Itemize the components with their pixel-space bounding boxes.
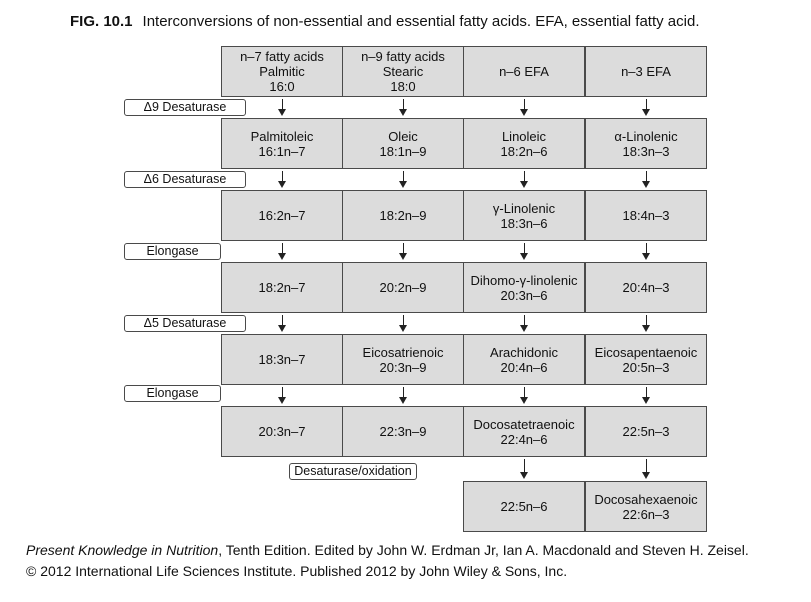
box-line: n–6 EFA [499, 64, 549, 79]
box-line: Eicosapentaenoic [594, 344, 698, 360]
box-line: Linoleic [501, 128, 547, 144]
box-line: Dihomo-γ-linolenic [470, 272, 578, 288]
box-line: 22:5n–6 [500, 499, 548, 514]
box-line: 18:3n–3 [622, 143, 670, 159]
box-line: 18:1n–9 [379, 143, 427, 159]
enzyme-label: Elongase [124, 385, 221, 402]
box-line: 20:2n–9 [379, 280, 427, 295]
desaturase-oxidation-label: Desaturase/oxidation [289, 463, 417, 480]
box-line: 18:3n–7 [258, 352, 306, 367]
box-line: 18:0 [390, 79, 416, 94]
credit-line-1: Present Knowledge in Nutrition, Tenth Ed… [26, 542, 749, 558]
box-line: Docosatetraenoic [473, 416, 575, 432]
box-line: n–9 fatty acids [361, 49, 445, 64]
header-box-n3: n–3 EFA [585, 46, 707, 97]
box-line: 18:2n–6 [500, 143, 548, 159]
box-line: Eicosatrienoic [362, 344, 444, 360]
box-line: Palmitic [259, 64, 305, 79]
enzyme-label: Δ9 Desaturase [124, 99, 246, 116]
box-line: 22:4n–6 [500, 431, 548, 447]
acid-box-n9-5: 22:3n–9 [342, 406, 464, 457]
box-line: n–7 fatty acids [240, 49, 324, 64]
box-line: 20:3n–7 [258, 424, 306, 439]
box-line: 20:3n–6 [500, 287, 548, 303]
box-line: 22:3n–9 [379, 424, 427, 439]
book-title: Present Knowledge in Nutrition [26, 542, 219, 558]
box-line: 20:3n–9 [379, 359, 427, 375]
enzyme-label: Elongase [124, 243, 221, 260]
acid-box-n7-5: 20:3n–7 [221, 406, 343, 457]
acid-box-n7-4: 18:3n–7 [221, 334, 343, 385]
acid-box-n3-5: 22:5n–3 [585, 406, 707, 457]
box-line: 16:0 [269, 79, 295, 94]
box-line: 18:4n–3 [622, 208, 670, 223]
figure-caption: FIG. 10.1 Interconversions of non-essenti… [70, 13, 700, 30]
box-line: 18:2n–9 [379, 208, 427, 223]
acid-box-n9-3: 20:2n–9 [342, 262, 464, 313]
acid-box-n3-3: 20:4n–3 [585, 262, 707, 313]
box-line: 22:5n–3 [622, 424, 670, 439]
box-line: 18:2n–7 [258, 280, 306, 295]
acid-box-n3-2: 18:4n–3 [585, 190, 707, 241]
header-box-n6: n–6 EFA [463, 46, 585, 97]
enzyme-label: Δ5 Desaturase [124, 315, 246, 332]
box-line: γ-Linolenic [492, 200, 556, 216]
acid-box-n6-6: 22:5n–6 [463, 481, 585, 532]
acid-box-n7-3: 18:2n–7 [221, 262, 343, 313]
box-line: 20:4n–3 [622, 280, 670, 295]
box-line: Arachidonic [490, 344, 558, 360]
figure-number: FIG. 10.1 [70, 13, 133, 30]
acid-box-n9-2: 18:2n–9 [342, 190, 464, 241]
box-line: Oleic [388, 128, 418, 144]
box-line: 16:2n–7 [258, 208, 306, 223]
box-line: 22:6n–3 [622, 506, 670, 522]
figure-title: Interconversions of non-essential and es… [142, 13, 700, 30]
box-line: 18:3n–6 [500, 215, 548, 231]
box-line: 20:4n–6 [500, 359, 548, 375]
box-line: 20:5n–3 [622, 359, 670, 375]
box-line: α-Linolenic [614, 128, 678, 144]
box-line: n–3 EFA [621, 64, 671, 79]
enzyme-label: Δ6 Desaturase [124, 171, 246, 188]
box-line: Stearic [382, 64, 424, 79]
credit-line-2: © 2012 International Life Sciences Insti… [26, 563, 568, 579]
box-line: 16:1n–7 [258, 143, 306, 159]
box-line: Docosahexaenoic [594, 491, 698, 507]
credit-editors: , Tenth Edition. Edited by John W. Erdma… [218, 542, 749, 558]
acid-box-n7-2: 16:2n–7 [221, 190, 343, 241]
box-line: Palmitoleic [250, 128, 314, 144]
